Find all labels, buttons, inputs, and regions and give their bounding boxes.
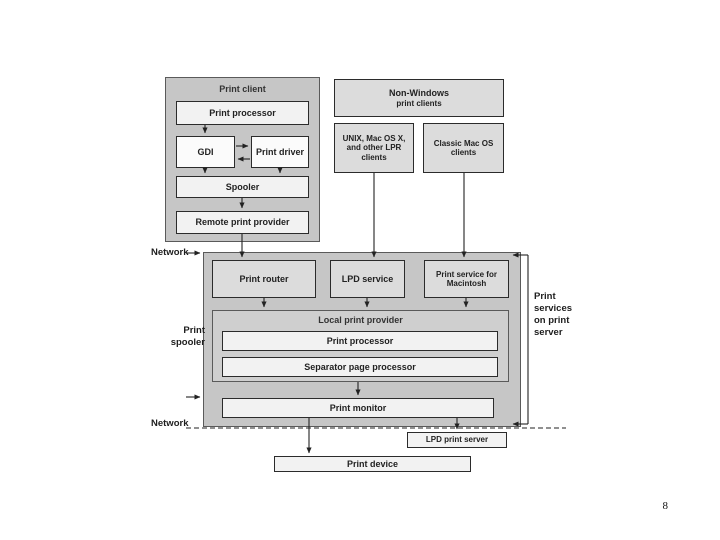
- print-device-label: Print device: [346, 458, 399, 469]
- lpd-print-server-box: LPD print server: [407, 432, 507, 448]
- print-spooler-label: Print spooler: [161, 325, 205, 349]
- separator-page-processor-box: Separator page processor: [222, 357, 498, 377]
- print-service-macintosh-box: Print service for Macintosh: [424, 260, 509, 298]
- spooler-label: Spooler: [225, 181, 260, 192]
- print-driver-label: Print driver: [255, 146, 304, 157]
- print-spooler-label-line2: spooler: [170, 336, 205, 348]
- lpd-service-label: LPD service: [341, 273, 394, 284]
- classic-mac-os-clients-label: Classic Mac OS clients: [433, 138, 494, 157]
- remote-print-provider-box: Remote print provider: [176, 211, 309, 234]
- spooler-box: Spooler: [176, 176, 309, 198]
- unix-lpr-clients-box: UNIX, Mac OS X, and other LPR clients: [334, 123, 414, 173]
- gdi-label: GDI: [197, 146, 214, 157]
- local-print-processor-label: Print processor: [326, 335, 394, 346]
- non-windows-title-line1: Non-Windows: [389, 88, 449, 99]
- classic-mac-os-clients-box: Classic Mac OS clients: [423, 123, 504, 173]
- print-router-box: Print router: [212, 260, 316, 298]
- separator-page-processor-label: Separator page processor: [304, 361, 416, 372]
- gdi-box: GDI: [176, 136, 235, 168]
- print-monitor-label: Print monitor: [329, 402, 387, 413]
- print-router-label: Print router: [239, 273, 289, 284]
- non-windows-title-line2: print clients: [396, 98, 442, 108]
- print-client-title: Print client: [219, 84, 266, 94]
- network-bottom-label: Network: [151, 418, 189, 429]
- lpd-print-server-label: LPD print server: [425, 435, 489, 445]
- network-top-label: Network: [151, 247, 189, 258]
- non-windows-print-clients-box: Non-Windows print clients: [334, 79, 504, 117]
- remote-print-provider-label: Remote print provider: [195, 217, 290, 228]
- local-print-provider-title: Local print provider: [318, 315, 403, 325]
- unix-lpr-clients-label: UNIX, Mac OS X, and other LPR clients: [342, 134, 406, 162]
- print-device-box: Print device: [274, 456, 471, 472]
- print-driver-box: Print driver: [251, 136, 309, 168]
- print-monitor-box: Print monitor: [222, 398, 494, 418]
- lpd-service-box: LPD service: [330, 260, 405, 298]
- print-spooler-label-line1: Print: [183, 325, 205, 336]
- print-service-macintosh-label: Print service for Macintosh: [436, 269, 497, 288]
- page-number: 8: [662, 500, 669, 512]
- local-print-processor-box: Print processor: [222, 331, 498, 351]
- print-client-print-processor: Print processor: [176, 101, 309, 125]
- print-services-label: Print services on print server: [534, 291, 573, 338]
- print-client-print-processor-label: Print processor: [209, 107, 276, 118]
